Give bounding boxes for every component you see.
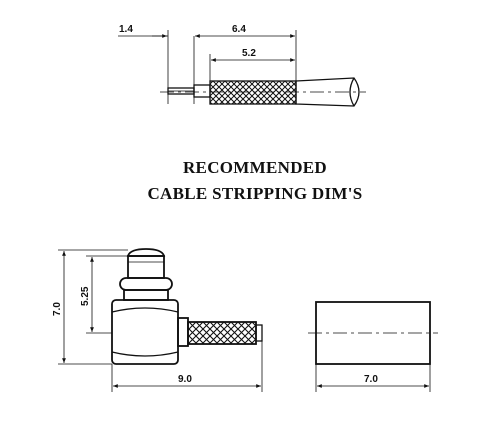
crimp-ferrule-knurl — [188, 322, 256, 344]
braid-shield — [210, 81, 296, 104]
ferrule-end — [255, 324, 263, 342]
dim-label-total-height: 7.0 — [52, 302, 63, 316]
dim-label-length: 9.0 — [178, 374, 192, 385]
connector-upper-body — [127, 255, 165, 279]
title-line-2: CABLE STRIPPING DIM'S — [147, 184, 362, 203]
body-contour-top — [111, 307, 179, 313]
connector-side-view: 7.0 5.25 9.0 — [52, 248, 263, 392]
title-line-1: RECOMMENDED — [183, 158, 327, 177]
connector-collar — [119, 277, 173, 291]
dim-label-pin: 1.4 — [119, 24, 133, 35]
dim-label-width: 7.0 — [364, 374, 378, 385]
connector-end-view: 7.0 — [308, 301, 438, 392]
crimp-ferrule-collar — [177, 317, 189, 347]
dielectric — [193, 84, 211, 98]
connector-top-cap — [126, 248, 166, 257]
body-contour-bottom — [111, 351, 179, 357]
cable-stripping-view: 1.4 6.4 5.2 — [118, 24, 366, 107]
jacket-break-line — [349, 77, 355, 107]
dim-label-overall: 6.4 — [232, 24, 246, 35]
dim-label-braid: 5.2 — [242, 48, 256, 59]
title-block: RECOMMENDED CABLE STRIPPING DIM'S — [147, 158, 362, 203]
dim-label-upper-height: 5.25 — [80, 286, 91, 306]
connector-neck — [123, 289, 169, 301]
